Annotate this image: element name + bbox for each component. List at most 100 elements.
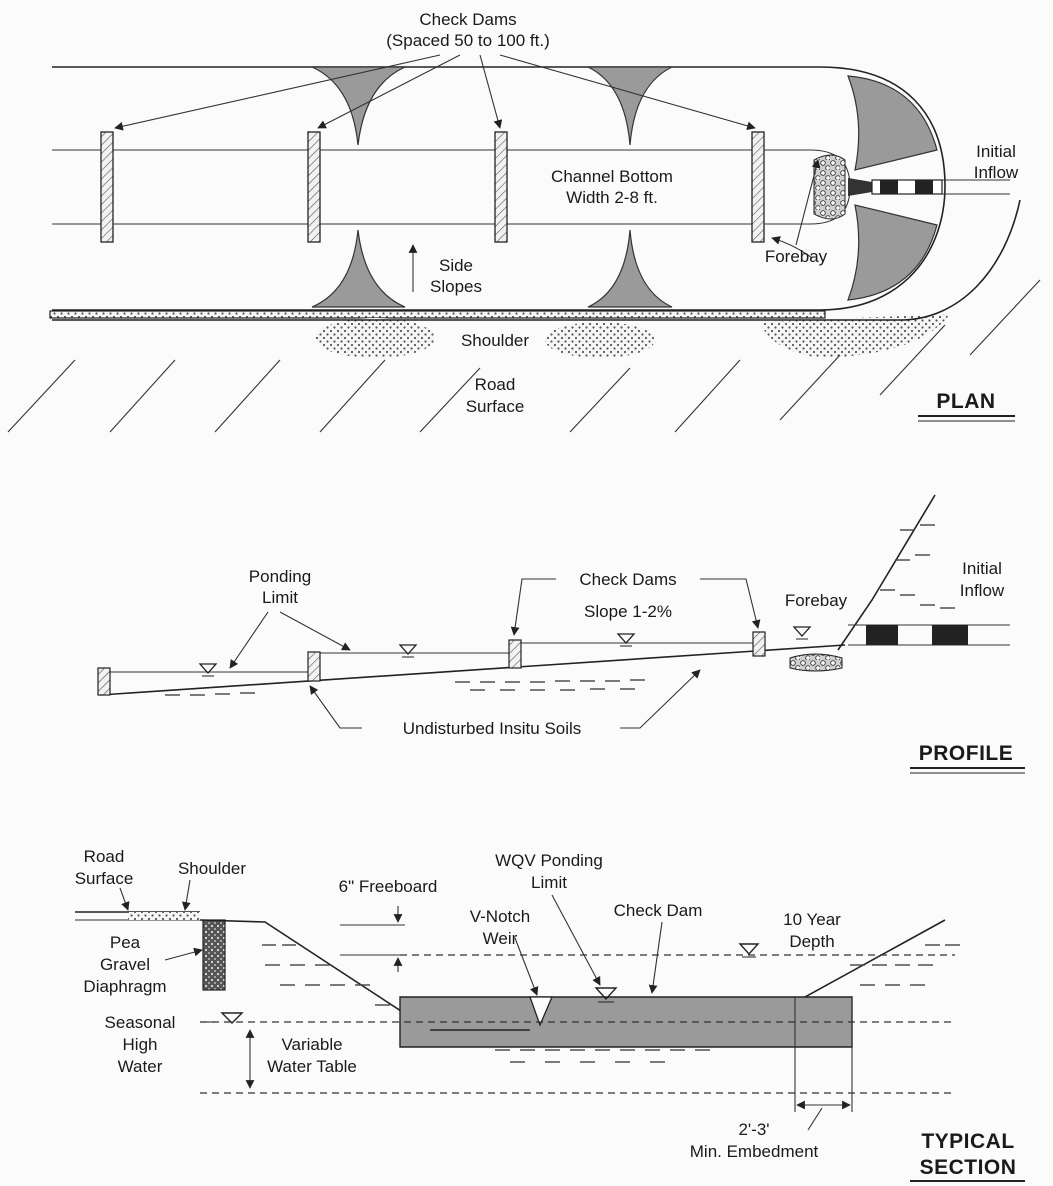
label-initial-inflow: Initial (976, 142, 1016, 161)
label-road-surface: Road (475, 375, 516, 394)
label-channel-bottom: Channel Bottom (551, 167, 673, 186)
check-dam-leader (648, 921, 663, 994)
side-slope-wedge (847, 204, 938, 301)
leader-arrow (114, 54, 441, 131)
label-shoulder: Shoulder (178, 859, 246, 878)
check-dam-plan (494, 131, 508, 243)
label-diaphragm: Diaphragm (83, 977, 166, 996)
channel-bed (99, 644, 846, 696)
shoulder-gravel (545, 322, 655, 358)
title-plan: PLAN (936, 390, 995, 413)
label-road-surface: Road (84, 847, 125, 866)
leader-arrow (499, 54, 756, 131)
label-check-dams-spacing: (Spaced 50 to 100 ft.) (386, 31, 550, 50)
label-depth: Depth (789, 932, 834, 951)
label-seasonal: Seasonal (105, 1013, 176, 1032)
label-water-table: Water Table (267, 1057, 357, 1076)
forebay-leader (795, 159, 821, 246)
soil-leader (620, 669, 701, 729)
pipe-band (880, 180, 898, 194)
shoulder-gravel (760, 314, 950, 358)
label-channel-width: Width 2-8 ft. (566, 188, 658, 207)
soil-leader (309, 685, 362, 729)
label-road-surface-2: Surface (466, 397, 525, 416)
label-wqv-limit: Limit (531, 873, 567, 892)
pipe-band (866, 625, 898, 645)
label-min-embedment: Min. Embedment (690, 1142, 819, 1161)
leader-arrow (479, 54, 503, 129)
swale-top-of-bank (52, 66, 946, 311)
label-water: Water (118, 1057, 163, 1076)
check-dam-profile (508, 639, 522, 669)
pipe-band (915, 180, 933, 194)
label-embedment-depth: 2'-3' (738, 1120, 769, 1139)
label-wqv-ponding: WQV Ponding (495, 851, 603, 870)
check-dam-plan (751, 131, 765, 243)
shoulder-gravel (315, 318, 435, 358)
title-typical: TYPICAL (921, 1130, 1014, 1153)
embedment-leader (807, 1107, 823, 1131)
label-vnotch: V-Notch (470, 907, 530, 926)
side-slope-wedge (587, 229, 673, 308)
check-dams-leader (510, 578, 556, 636)
label-gravel: Gravel (100, 955, 150, 974)
section-water-markers (220, 943, 760, 1024)
vnotch-leader (514, 937, 539, 996)
water-level-markers (198, 626, 812, 677)
road-edge (52, 199, 1021, 321)
plan-view: Check Dams (Spaced 50 to 100 ft.) Channe… (7, 10, 1041, 433)
label-check-dam: Check Dam (614, 901, 703, 920)
leader-arrow (317, 54, 461, 129)
wqv-leader (551, 894, 601, 986)
side-slope-wedge (311, 229, 406, 308)
label-check-dams: Check Dams (419, 10, 516, 29)
label-variable: Variable (281, 1035, 342, 1054)
title-section: SECTION (920, 1156, 1017, 1179)
side-slope-wedge (847, 75, 938, 171)
insitu-soil-hatch (165, 679, 645, 696)
label-freeboard: 6" Freeboard (339, 877, 438, 896)
label-shoulder: Shoulder (461, 331, 529, 350)
label-weir: Weir (483, 929, 518, 948)
typical-section-view: Road Surface Shoulder 6" Freeboard WQV P… (75, 847, 1025, 1182)
forebay-leader (771, 236, 813, 259)
side-slope-wedge (587, 66, 673, 146)
check-dam-profile (97, 667, 111, 696)
ponding-limit-leader (279, 611, 351, 651)
shoulder-edge-strip (49, 310, 826, 319)
label-side-slopes-2: Slopes (430, 277, 482, 296)
v-notch-weir (529, 996, 553, 1027)
label-forebay: Forebay (765, 247, 828, 266)
label-check-dams: Check Dams (579, 570, 676, 589)
shoulder-leader (181, 879, 191, 911)
profile-view: Ponding Limit Check Dams Slope 1-2% Fore… (97, 494, 1025, 774)
label-ten-year: 10 Year (783, 910, 841, 929)
side-slope-wedge (311, 66, 406, 146)
label-slope: Slope 1-2% (584, 602, 672, 621)
shoulder-gravel (128, 912, 200, 920)
label-pea: Pea (110, 933, 141, 952)
label-side-slopes: Side (439, 256, 473, 275)
forebay-gravel (789, 653, 843, 672)
check-dams-leader (700, 578, 761, 629)
title-profile: PROFILE (919, 742, 1014, 765)
check-dam-profile (752, 631, 766, 657)
label-initial-inflow: Initial (962, 559, 1002, 578)
ponding-limit-leader (229, 611, 269, 669)
embankment-soil-hatch (880, 524, 955, 609)
forebay-gravel (813, 154, 846, 220)
pea-gravel-diaphragm (202, 919, 226, 991)
check-dam-profile (307, 651, 321, 682)
pipe-band (932, 625, 968, 645)
label-ponding-limit: Ponding (249, 567, 311, 586)
label-ponding-limit-2: Limit (262, 588, 298, 607)
road-surface-hatch (7, 279, 1041, 433)
label-high: High (123, 1035, 158, 1054)
label-initial-inflow-2: Inflow (960, 581, 1005, 600)
inflow-flare (848, 178, 872, 196)
section-soil-hatch (262, 944, 960, 1063)
check-dam-plan (307, 131, 321, 243)
check-dam-plan (100, 131, 114, 243)
